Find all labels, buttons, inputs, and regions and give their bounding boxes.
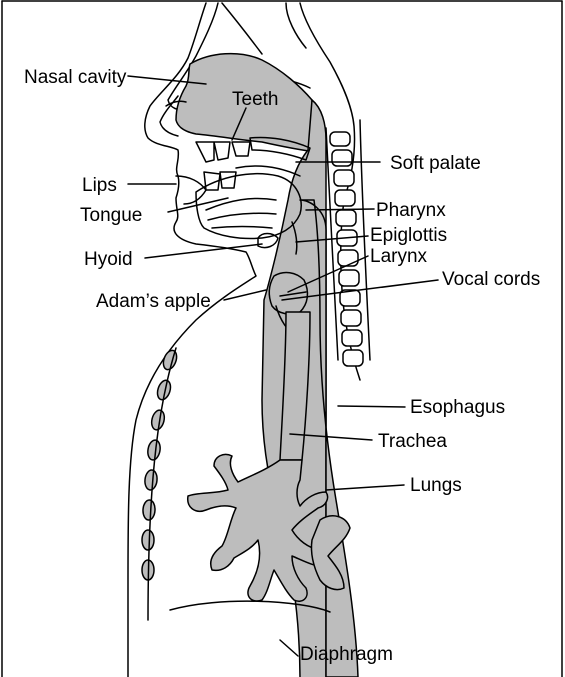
lower-teeth [204,172,236,190]
spine [330,132,363,366]
label-trachea: Trachea [378,432,447,452]
label-esophagus: Esophagus [410,398,505,418]
hyoid [258,234,278,248]
label-adams-apple: Adam’s apple [96,292,211,312]
label-vocal-cords: Vocal cords [442,270,540,290]
label-tongue: Tongue [80,206,142,226]
leader-diaphragm [280,640,298,656]
label-hyoid: Hyoid [84,250,133,270]
leader-adams-apple [224,290,266,300]
label-lungs: Lungs [410,476,462,496]
upper-teeth [196,142,250,162]
label-epiglottis: Epiglottis [370,226,447,246]
leader-lungs [326,485,404,490]
label-teeth: Teeth [232,90,278,110]
label-nasal-cavity: Nasal cavity [24,68,126,88]
leader-pharynx [306,209,374,210]
label-diaphragm: Diaphragm [300,645,393,665]
label-pharynx: Pharynx [376,201,446,221]
label-lips: Lips [82,176,117,196]
label-soft-palate: Soft palate [390,154,481,174]
label-larynx: Larynx [370,247,427,267]
leader-esophagus [338,406,405,407]
lips [176,176,206,204]
ribs [142,349,179,580]
